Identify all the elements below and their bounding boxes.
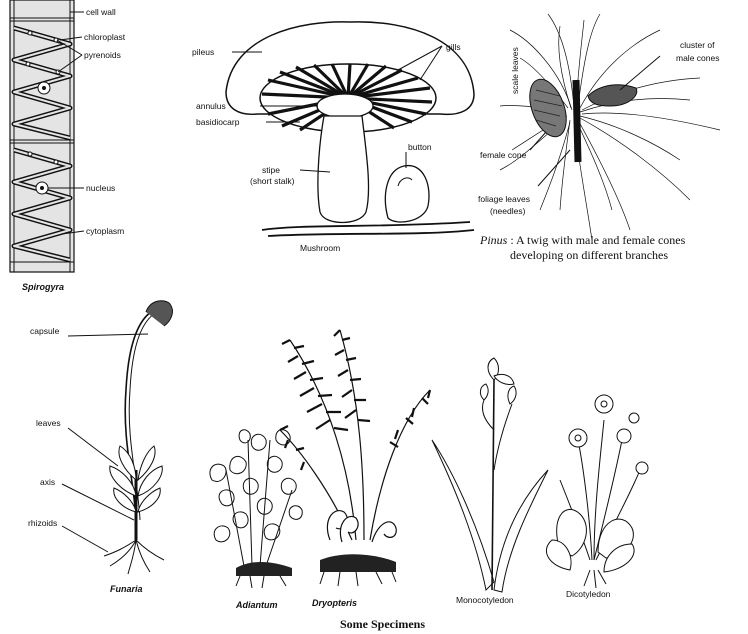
adiantum-title: Adiantum <box>235 600 278 610</box>
pinus-caption-line2: developing on different branches <box>510 248 668 262</box>
monocot-drawing <box>432 358 548 592</box>
pinus-label-scale-leaves: scale leaves <box>510 47 520 94</box>
funaria-label-rhizoids: rhizoids <box>28 518 57 528</box>
mushroom-label-short-stalk: (short stalk) <box>250 176 295 186</box>
mushroom-label-gills: gills <box>446 42 461 52</box>
funaria-drawing <box>62 301 172 574</box>
dicot-title: Dicotyledon <box>566 589 611 599</box>
mushroom-drawing <box>226 22 474 236</box>
pinus-caption-line1: Pinus : A twig with male and female cone… <box>479 233 686 247</box>
mushroom-label-stipe: stipe <box>262 165 280 175</box>
pinus-label-male-cones: male cones <box>676 53 719 63</box>
adiantum-drawing <box>210 430 302 588</box>
mushroom-label-annulus: annulus <box>196 101 226 111</box>
funaria-label-leaves: leaves <box>36 418 61 428</box>
dicot-drawing <box>546 395 648 588</box>
spirogyra-label-cytoplasm: cytoplasm <box>86 226 124 236</box>
mushroom-title: Mushroom <box>300 243 340 253</box>
dryopteris-title: Dryopteris <box>312 598 357 608</box>
pinus-caption-genus: Pinus <box>479 233 508 247</box>
pinus-label-needles: (needles) <box>490 206 526 216</box>
mushroom-label-basidiocarp: basidiocarp <box>196 117 240 127</box>
funaria-label-axis: axis <box>40 477 55 487</box>
spirogyra-label-nucleus: nucleus <box>86 183 115 193</box>
spirogyra-label-cell-wall: cell wall <box>86 7 116 17</box>
pinus-label-foliage-leaves: foliage leaves <box>478 194 530 204</box>
funaria-title: Funaria <box>110 584 143 594</box>
spirogyra-label-pyrenoids: pyrenoids <box>84 50 121 60</box>
spirogyra-drawing <box>10 0 84 272</box>
funaria-label-capsule: capsule <box>30 326 60 336</box>
mushroom-label-pileus: pileus <box>192 47 214 57</box>
pinus-label-cluster: cluster of <box>680 40 715 50</box>
pinus-caption-rest: : A twig with male and female cones <box>507 233 685 247</box>
dryopteris-drawing <box>280 330 430 586</box>
mushroom-label-button: button <box>408 142 432 152</box>
spirogyra-title: Spirogyra <box>22 282 64 292</box>
monocot-title: Monocotyledon <box>456 595 514 605</box>
figure-caption: Some Specimens <box>340 617 425 631</box>
spirogyra-label-chloroplast: chloroplast <box>84 32 126 42</box>
pinus-label-female-cone: female cone <box>480 150 527 160</box>
